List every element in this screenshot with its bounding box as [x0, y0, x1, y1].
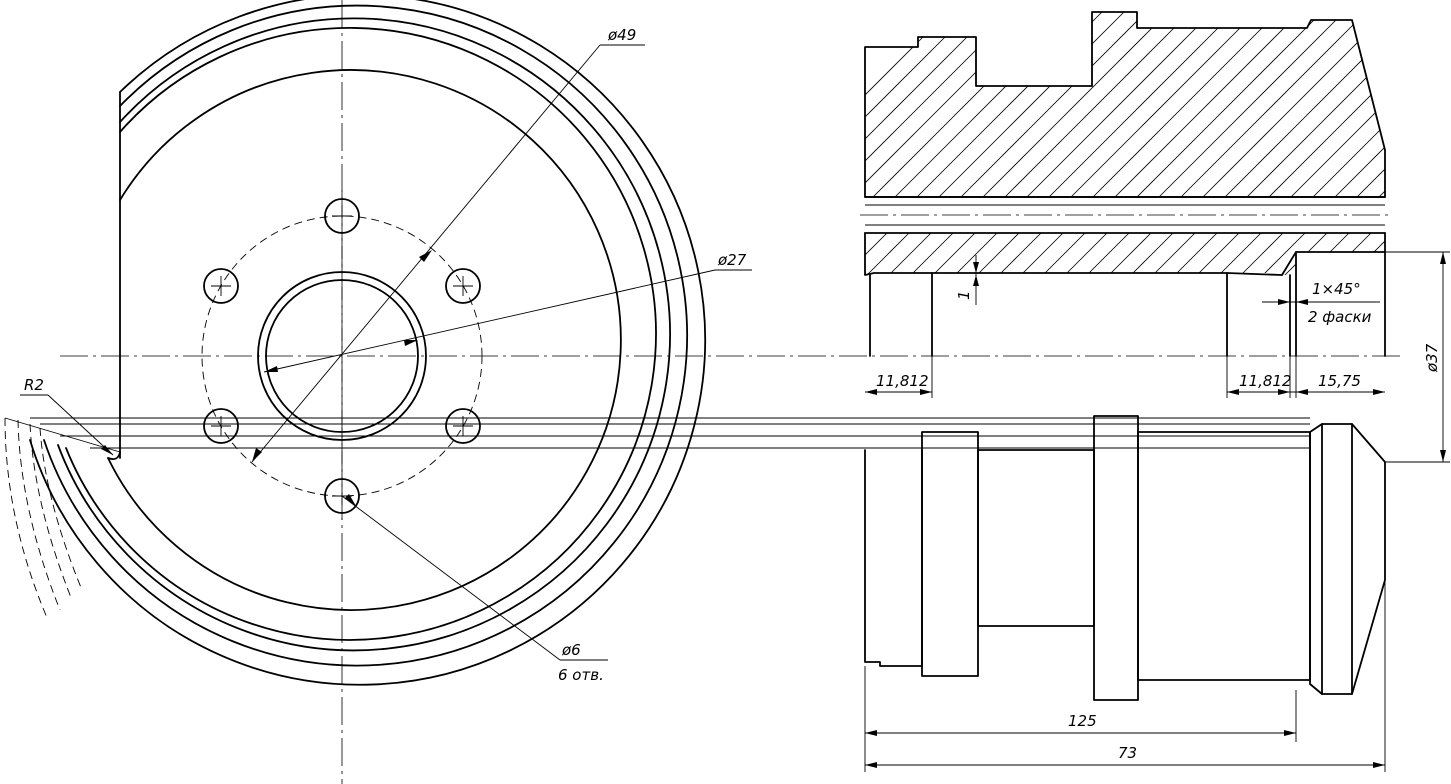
external-neck [977, 449, 1095, 627]
external-left-hub [864, 449, 923, 667]
inner-rim-arc [107, 69, 622, 611]
r2-arrow [101, 445, 113, 455]
dim-len-left: 11,812 [876, 372, 929, 390]
dim-chamfer-count: 2 фаски [1308, 308, 1372, 326]
dim-d37: ø37 [1423, 343, 1441, 373]
d27-arrow-2 [404, 340, 418, 346]
dim-row-arrow-4 [1278, 389, 1290, 395]
d37-arrow-top [1440, 252, 1446, 264]
dim-r2: R2 [24, 376, 44, 394]
d27-leader [263, 269, 716, 373]
hidden-arc-4 [39, 427, 83, 591]
d6-arrow [345, 494, 356, 506]
d49-arrow [252, 448, 262, 462]
bolt-hole [203, 268, 239, 304]
d27-arrow [264, 366, 278, 372]
d49-arrow-2 [419, 250, 432, 262]
dim-chamfer-size: 1×45° [1312, 280, 1361, 298]
bore-section-outline [864, 232, 1386, 276]
top-section-outline [864, 11, 1386, 198]
r2-leader-diag [47, 394, 114, 456]
dim-len-end: 15,75 [1318, 372, 1361, 390]
dim-holes-count: 6 отв. [558, 666, 604, 684]
cutaway-fillet [107, 451, 121, 461]
groove-arc-2 [65, 27, 657, 641]
dim-row-arrow-1 [865, 389, 877, 395]
right-view: 1 1×45° 2 фаски ø37 11,812 11,812 15,75 [30, 11, 1450, 772]
hidden-arc-2 [17, 419, 61, 611]
external-body [1137, 431, 1311, 681]
dim-row-arrow-2 [920, 389, 932, 395]
dim-step1: 1 [955, 290, 973, 300]
dim-row-arrow-6 [1373, 389, 1385, 395]
bore-inner-circle [265, 279, 419, 433]
outer-contour-arc [29, 0, 706, 686]
groove-arc-1 [57, 17, 671, 652]
dim-row-arrow-5 [1296, 389, 1308, 395]
dim-125: 125 [1068, 712, 1097, 730]
dim-d6: ø6 [561, 641, 581, 659]
bolt-hole [445, 268, 481, 304]
outer-contour-arc-2 [43, 4, 688, 667]
bolt-hole [445, 408, 481, 444]
dim-row-arrow-3 [1227, 389, 1239, 395]
step1-arrow-top [973, 262, 979, 273]
bolt-hole [324, 198, 360, 234]
hidden-arc-3 [29, 423, 73, 601]
chamfer-arrow [1278, 299, 1290, 305]
dim-d49: ø49 [607, 26, 636, 44]
cutaway-top-line [4, 417, 121, 453]
bolt-holes [203, 198, 481, 514]
dim-len-right: 11,812 [1239, 372, 1292, 390]
top-section-hatch [865, 12, 1385, 197]
external-view [864, 415, 1386, 701]
dim-d27: ø27 [717, 251, 747, 269]
external-flange-1 [921, 431, 979, 677]
chamfer-arrow-2 [1296, 299, 1308, 305]
step1-arrow-bot [973, 275, 979, 286]
external-flange-2 [1093, 415, 1139, 701]
left-view: ø49 ø27 R2 ø6 6 отв. [4, 0, 1405, 784]
bolt-hole [203, 408, 239, 444]
bolt-circle [201, 215, 483, 497]
d6-leader [341, 495, 561, 661]
bore-outer-circle [257, 271, 427, 441]
d37-arrow-bot [1440, 450, 1446, 462]
bolt-hole [324, 478, 360, 514]
dim-73: 73 [1118, 744, 1137, 762]
